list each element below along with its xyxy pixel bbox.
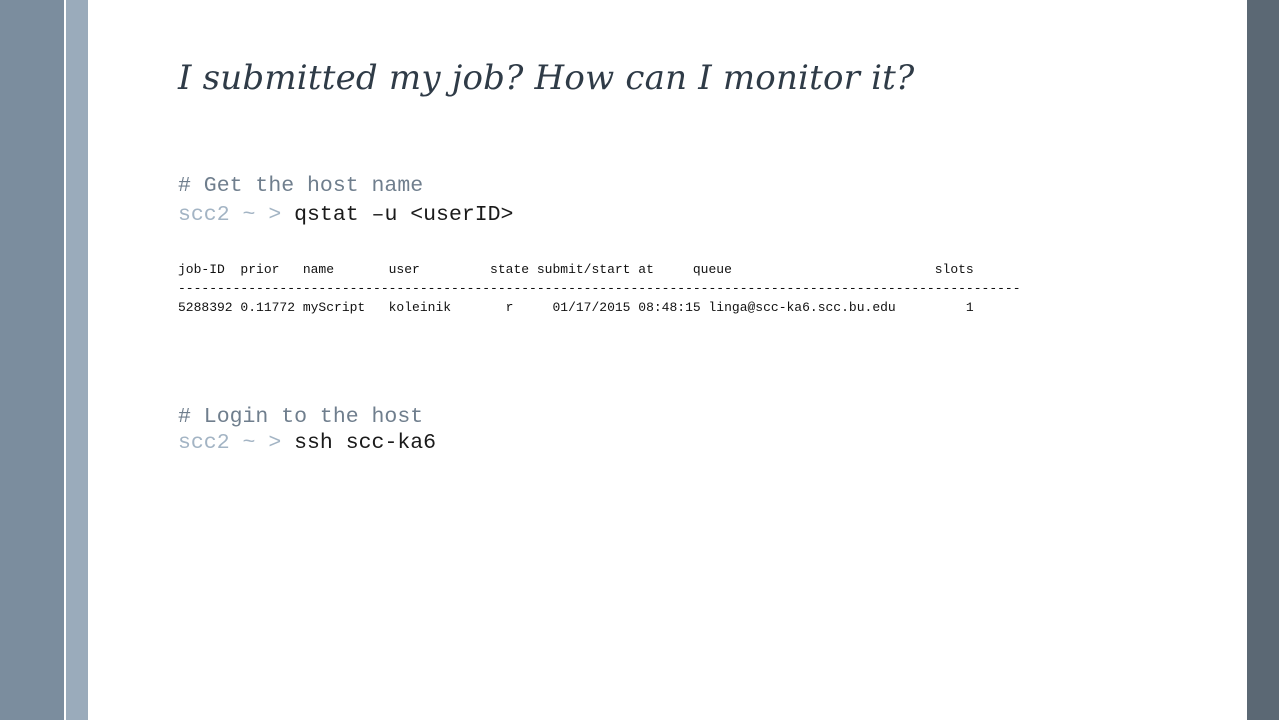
shell-prompt: scc2 ~ >: [178, 431, 295, 455]
qstat-table-separator: ----------------------------------------…: [178, 281, 1021, 296]
qstat-command: qstat –u <userID>: [294, 203, 514, 227]
right-accent-bar: [1247, 0, 1279, 720]
comment-get-host-name: # Get the host name: [178, 174, 424, 198]
left-accent-bar-inner: [66, 0, 88, 720]
command-line-ssh: scc2 ~ > ssh scc-ka6: [178, 431, 436, 455]
left-accent-bar-outer: [0, 0, 64, 720]
slide-title: I submitted my job? How can I monitor it…: [178, 58, 915, 98]
qstat-table-row: 5288392 0.11772 myScript koleinik r 01/1…: [178, 300, 974, 315]
comment-login-to-host: # Login to the host: [178, 405, 424, 429]
qstat-table-header: job-ID prior name user state submit/star…: [178, 262, 974, 277]
left-accent-divider: [64, 0, 66, 720]
command-line-qstat: scc2 ~ > qstat –u <userID>: [178, 203, 513, 227]
shell-prompt: scc2 ~ >: [178, 203, 295, 227]
ssh-command: ssh scc-ka6: [294, 431, 437, 455]
